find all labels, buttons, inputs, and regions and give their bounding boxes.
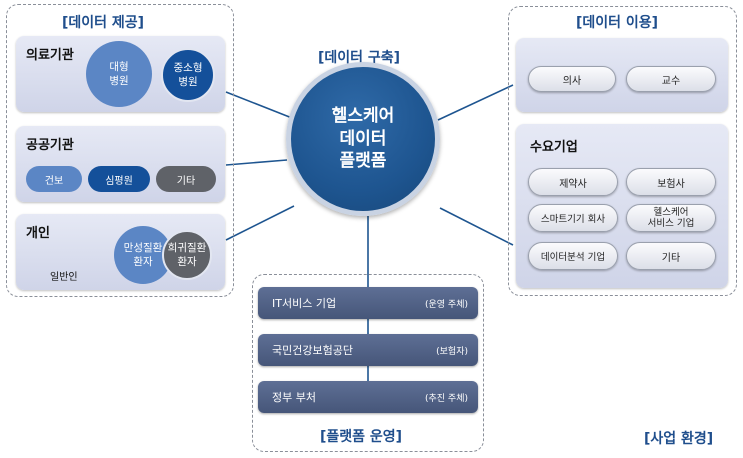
operation-role: (보험자) [436,347,468,357]
other-public-pill: 기타 [156,166,216,192]
hub-line-2: 데이터 [339,128,387,149]
public-institutions-title: 공공기관 [26,138,74,153]
general-public-label: 일반인 [50,272,78,283]
healthcare-service-pill: 헬스케어 서비스 기업 [626,204,716,232]
individual-title: 개인 [26,226,50,241]
operation-bar-government: 정부 부처 (추진 주체) [258,381,478,413]
medical-institutions-panel: 의료기관 대형 병원 중소형 병원 [16,36,225,112]
public-institutions-panel: 공공기관 건보 심평원 기타 [16,126,225,202]
insurer-pill: 보험사 [626,168,716,196]
data-use-title: [데이터 이용] [576,15,659,31]
hira-pill: 심평원 [88,166,150,192]
rare-patient-circle: 희귀질환 환자 [162,230,212,280]
business-environment-label: [사업 환경] [644,431,714,447]
demand-companies-title: 수요기업 [530,140,578,155]
operation-name: IT서비스 기업 [272,297,337,310]
data-provide-group [6,4,234,297]
data-analytics-pill: 데이터분석 기업 [528,242,618,270]
hub-line-1: 헬스케어 [331,105,395,126]
data-provide-title: [데이터 제공] [62,15,145,31]
hub-line-3: 플랫폼 [339,151,387,172]
pharma-pill: 제약사 [528,168,618,196]
mid-hospital-circle: 중소형 병원 [161,48,215,102]
platform-operation-group [252,274,484,452]
operation-name: 국민건강보험공단 [272,344,353,357]
doctor-pill: 의사 [528,66,616,92]
operation-name: 정부 부처 [272,391,316,404]
professionals-panel: 의사 교수 [516,38,728,112]
professor-pill: 교수 [626,66,716,92]
data-build-title: [데이터 구축] [318,50,401,66]
medical-institutions-title: 의료기관 [26,48,74,63]
other-demand-pill: 기타 [626,242,716,270]
smart-device-pill: 스마트기기 회사 [528,204,618,232]
platform-operation-title: [플랫폼 운영] [320,429,403,445]
operation-role: (추진 주체) [424,394,468,404]
healthcare-data-platform-hub: 헬스케어 데이터 플랫폼 [286,62,440,216]
operation-role: (운영 주체) [424,300,468,310]
operation-bar-nhis: 국민건강보험공단 (보험자) [258,334,478,366]
data-use-group [508,6,737,296]
individual-panel: 개인 일반인 만성질환 환자 희귀질환 환자 [16,214,225,290]
operation-bar-it-service: IT서비스 기업 (운영 주체) [258,287,478,319]
demand-companies-panel: 수요기업 제약사 보험사 스마트기기 회사 헬스케어 서비스 기업 데이터분석 … [516,124,728,288]
nhis-pill: 건보 [26,166,82,192]
large-hospital-circle: 대형 병원 [86,41,152,107]
